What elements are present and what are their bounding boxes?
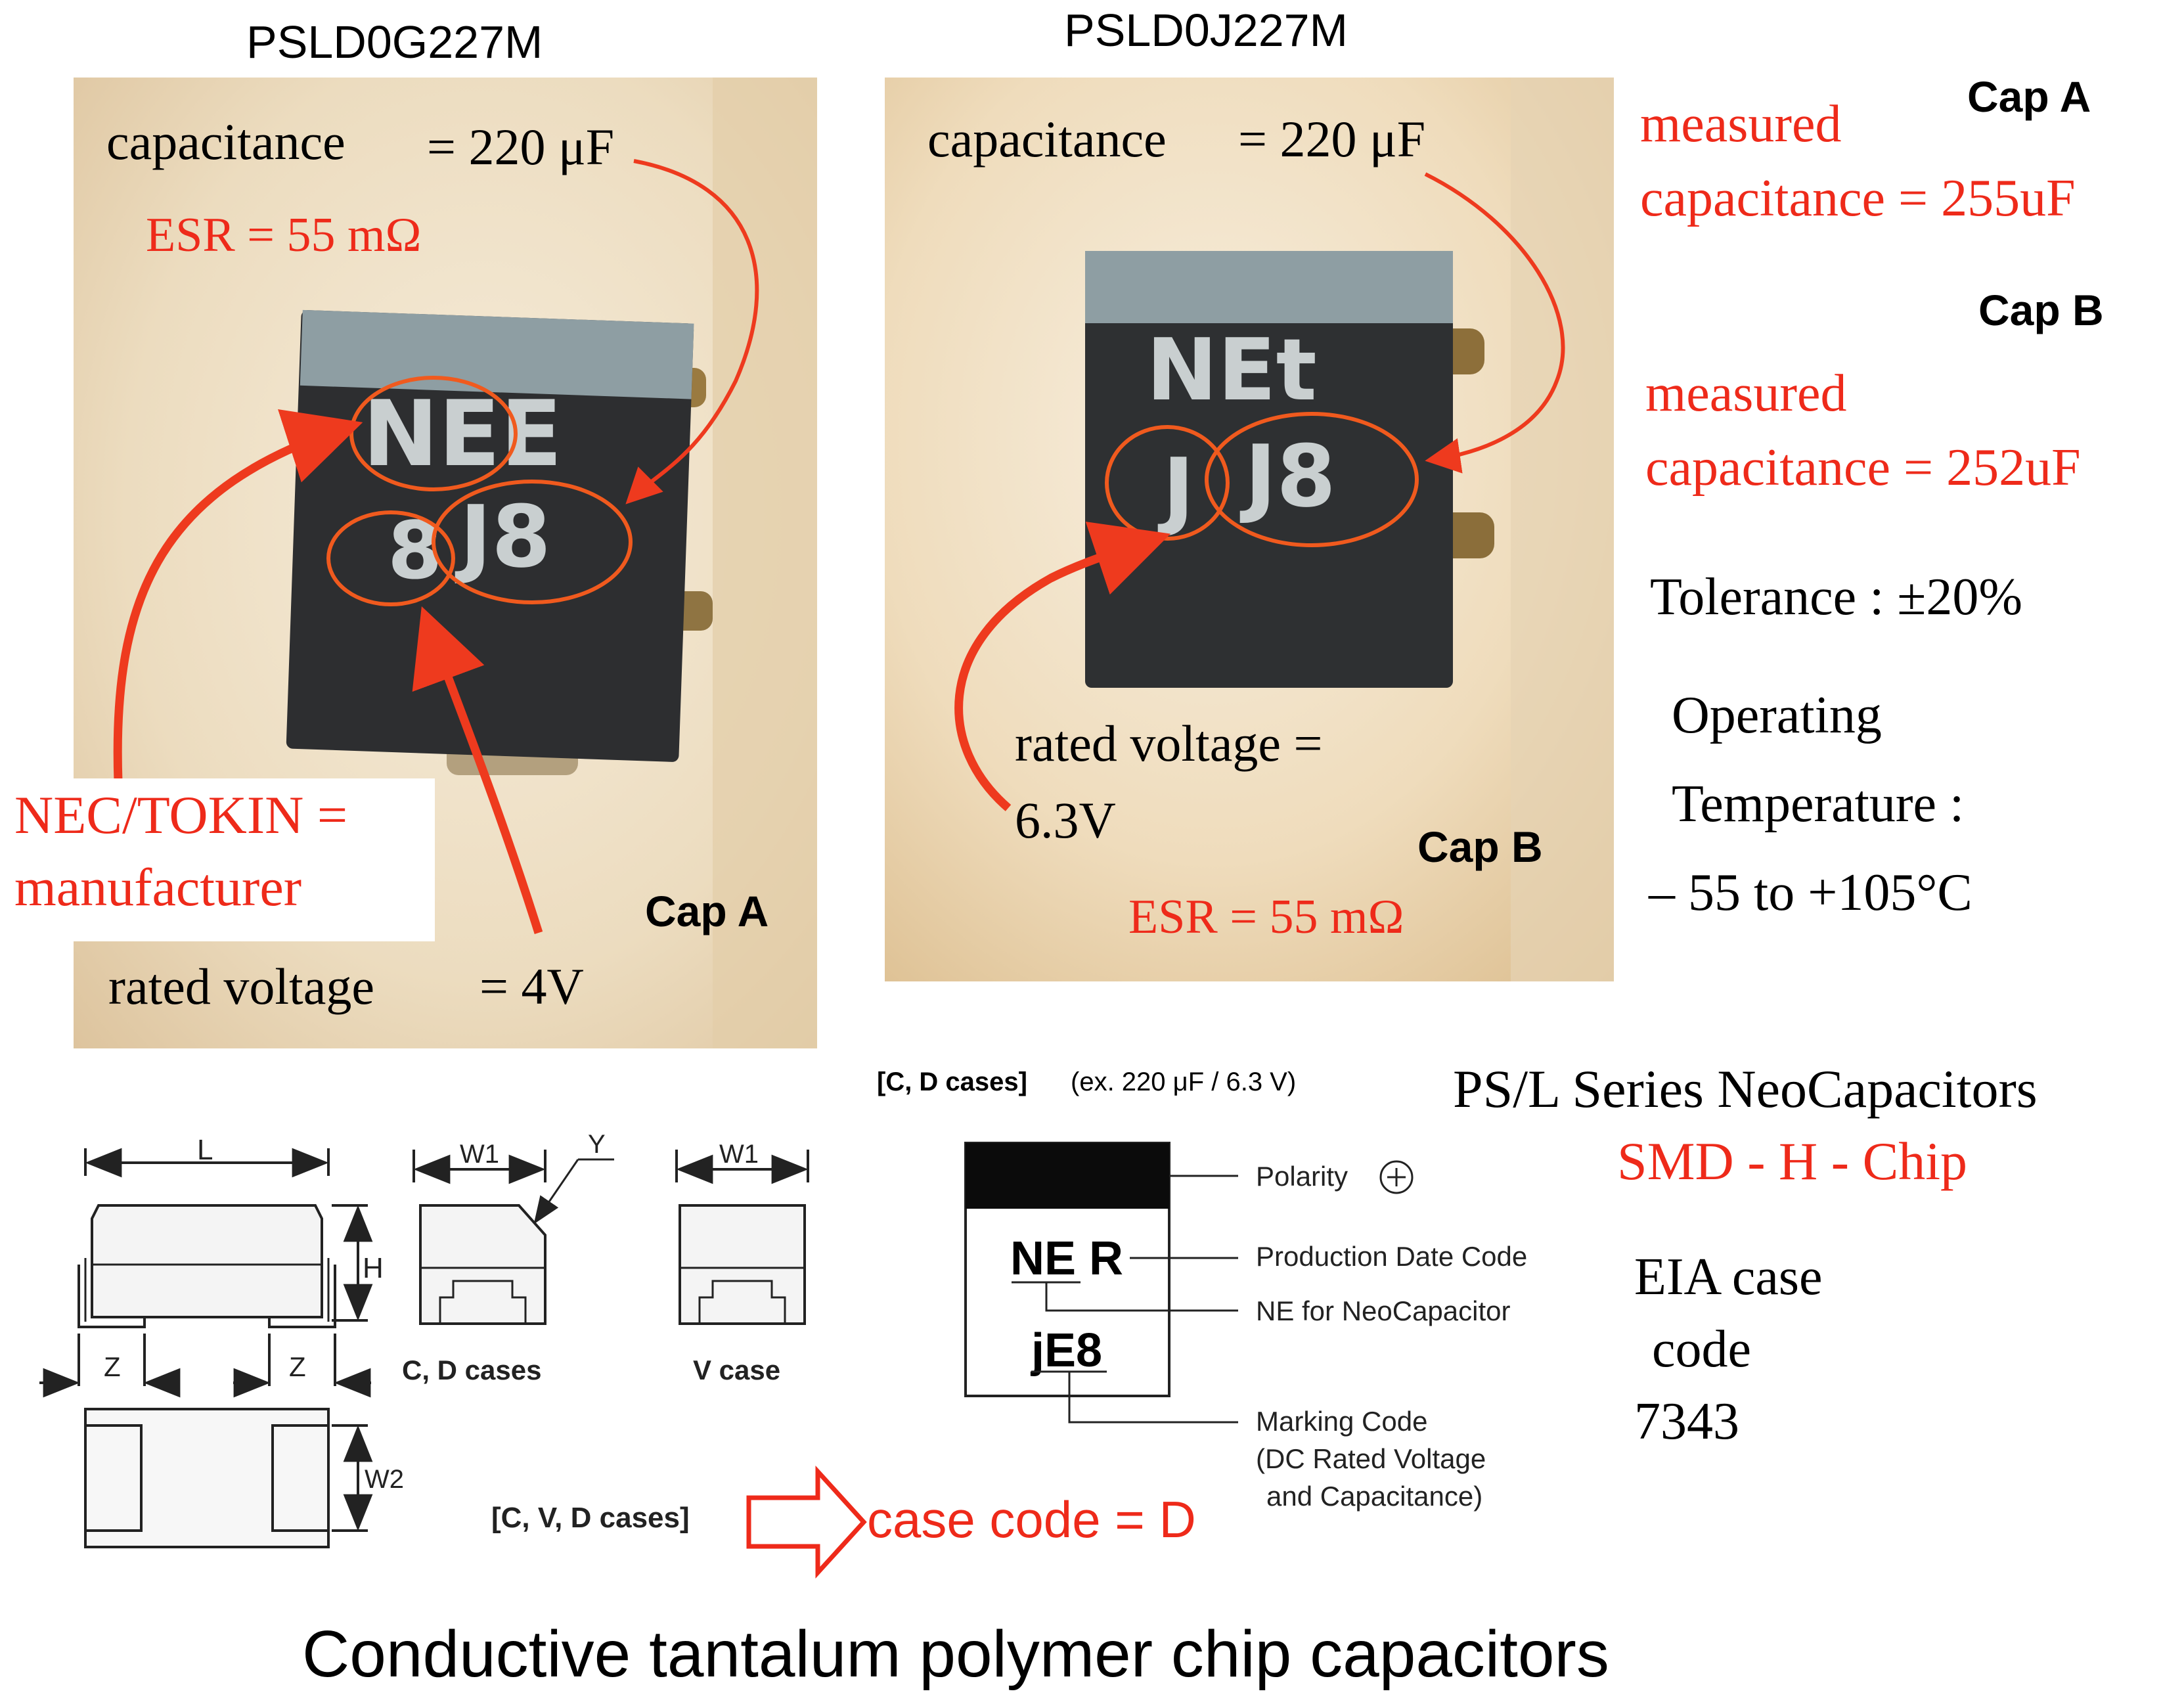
dim-L-label: L: [197, 1134, 213, 1166]
marking-chip-band: [966, 1143, 1169, 1209]
front-view-lead-right: [268, 1265, 336, 1328]
series-info: PS/L Series NeoCapacitors SMD - H - Chip…: [1453, 1059, 2038, 1450]
spec-cap-b-line2: capacitance = 252uF: [1645, 439, 2081, 497]
side-view-v-body: [679, 1204, 806, 1325]
eia-line2: code: [1652, 1320, 1751, 1378]
spec-tolerance: Tolerance : ±20%: [1650, 568, 2022, 626]
marking-ne-label: NE for NeoCapacitor: [1256, 1295, 1511, 1326]
right-arrow-capacitance: [1424, 172, 1565, 474]
left-rated-voltage-value: = 4V: [479, 958, 584, 1015]
eia-line3: 7343: [1634, 1393, 1739, 1450]
spec-cap-b-line1: measured: [1645, 365, 1847, 422]
right-arrow-rated-voltage: [954, 522, 1171, 811]
spec-cap-a-label: Cap A: [1967, 72, 2091, 121]
right-capacitance-label: capacitance: [927, 110, 1167, 168]
bottom-view-pad-left: [84, 1424, 143, 1532]
left-capacitance-value: = 220 μF: [427, 118, 614, 175]
marking-line1: NE R: [1010, 1232, 1123, 1285]
spec-cap-b-label: Cap B: [1978, 286, 2104, 334]
left-photo-board-edge: [713, 78, 817, 1048]
right-circle-j8: [1205, 412, 1419, 547]
right-cap-label: Cap B: [1417, 822, 1543, 871]
left-esr: ESR = 55 mΩ: [146, 208, 422, 262]
front-view-lead-left: [78, 1265, 146, 1328]
dim-W1-a-label: W1: [460, 1140, 499, 1169]
left-chip-body: [286, 310, 694, 762]
dim-Z-left-label: Z: [104, 1351, 121, 1382]
left-chip-marking-line2-right: J8: [455, 487, 551, 587]
spec-cap-a-line1: measured: [1640, 95, 1842, 153]
side-view-cd-body: [419, 1204, 546, 1325]
left-arrow-manufacturer: [113, 409, 363, 782]
right-chip-marking-line2-right: J8: [1239, 426, 1336, 526]
left-cap-label: Cap A: [645, 887, 769, 935]
case-code-text: case code = D: [867, 1491, 1196, 1548]
left-chip-polarity-band: [300, 309, 694, 399]
left-part-number: PSLD0G227M: [246, 16, 543, 68]
left-arrow-rated-voltage: [412, 606, 543, 934]
spec-cap-a-line2: capacitance = 255uF: [1640, 169, 2076, 227]
marking-leader-code: [1068, 1372, 1238, 1424]
spec-column: Cap A measured capacitance = 255uF Cap B…: [1640, 72, 2104, 922]
right-rated-voltage-line2: 6.3V: [1015, 792, 1116, 849]
left-capacitance-label: capacitance: [106, 113, 345, 170]
v-case-label: V case: [693, 1355, 780, 1385]
bottom-view-body: [84, 1408, 330, 1548]
dim-W2-label: W2: [365, 1465, 404, 1494]
right-esr: ESR = 55 mΩ: [1128, 890, 1404, 944]
cvd-cases-label: [C, V, D cases]: [491, 1502, 690, 1534]
dim-H-label: H: [363, 1252, 384, 1284]
spec-operating-line2: Temperature :: [1672, 775, 1964, 833]
right-capacitance-value: = 220 μF: [1238, 110, 1425, 168]
case-code-arrow: [746, 1465, 867, 1579]
marking-code-label-1: Marking Code: [1256, 1406, 1427, 1437]
spec-operating-line3: – 55 to +105°C: [1648, 864, 1972, 922]
series-title: PS/L Series NeoCapacitors: [1453, 1059, 2038, 1119]
series-subtitle: SMD - H - Chip: [1617, 1131, 1967, 1191]
right-photo: NEt J J8 capacitance = 220 μF rated volt…: [885, 78, 1614, 981]
dim-Z-right-label: Z: [289, 1351, 306, 1382]
polarity-plus-icon: [1379, 1160, 1414, 1194]
left-circle-j8: [432, 480, 633, 604]
marking-header-bold: [C, D cases]: [877, 1067, 1027, 1096]
dimension-drawing: [39, 1148, 809, 1548]
marking-leader-ne: [1045, 1282, 1238, 1312]
front-view-body: [91, 1204, 323, 1318]
left-circle-8: [326, 510, 455, 606]
cd-cases-label: C, D cases: [402, 1355, 541, 1385]
right-rated-voltage-line1: rated voltage =: [1015, 715, 1322, 772]
marking-code-label-2: (DC Rated Voltage: [1256, 1443, 1486, 1474]
spec-operating-line1: Operating: [1672, 686, 1882, 744]
marking-header-rest: (ex. 220 μF / 6.3 V): [1071, 1067, 1296, 1096]
left-photo: NEE 8 J8 capacitance = 220 μF ESR = 55 m…: [0, 78, 817, 1048]
right-chip-marking-line1: NEt: [1146, 320, 1317, 420]
dimension-labels: L H W1 Y W1 Z Z W2 C, D cases V case [C,…: [104, 1130, 780, 1534]
footer-title: Conductive tantalum polymer chip capacit…: [302, 1617, 1609, 1691]
dim-W1-b-label: W1: [719, 1140, 759, 1169]
marking-production-label: Production Date Code: [1256, 1241, 1527, 1272]
right-chip-polarity-band: [1085, 251, 1453, 323]
marking-diagram: [C, D cases] (ex. 220 μF / 6.3 V) NE R j…: [877, 1067, 1527, 1512]
marking-code-label-3: and Capacitance): [1266, 1481, 1482, 1512]
bottom-view-pad-right: [271, 1424, 330, 1532]
left-rated-voltage-label: rated voltage: [108, 958, 374, 1015]
marking-polarity-label: Polarity: [1256, 1161, 1348, 1192]
right-chip-marking-line2-left: J: [1157, 439, 1194, 539]
eia-line1: EIA case: [1634, 1248, 1823, 1306]
left-manufacturer-line1: NEC/TOKIN =: [14, 785, 347, 845]
left-manufacturer-box: [0, 778, 435, 941]
marking-line2: jE8: [1030, 1324, 1102, 1377]
left-chip-marking-line1: NEE: [363, 381, 562, 487]
left-manufacturer-line2: manufacturer: [14, 857, 301, 917]
right-part-number: PSLD0J227M: [1064, 5, 1348, 56]
right-photo-board-edge: [1511, 78, 1614, 981]
right-chip-body: [1085, 251, 1453, 688]
left-arrow-capacitance: [625, 159, 759, 505]
dim-Y-label: Y: [588, 1130, 606, 1159]
